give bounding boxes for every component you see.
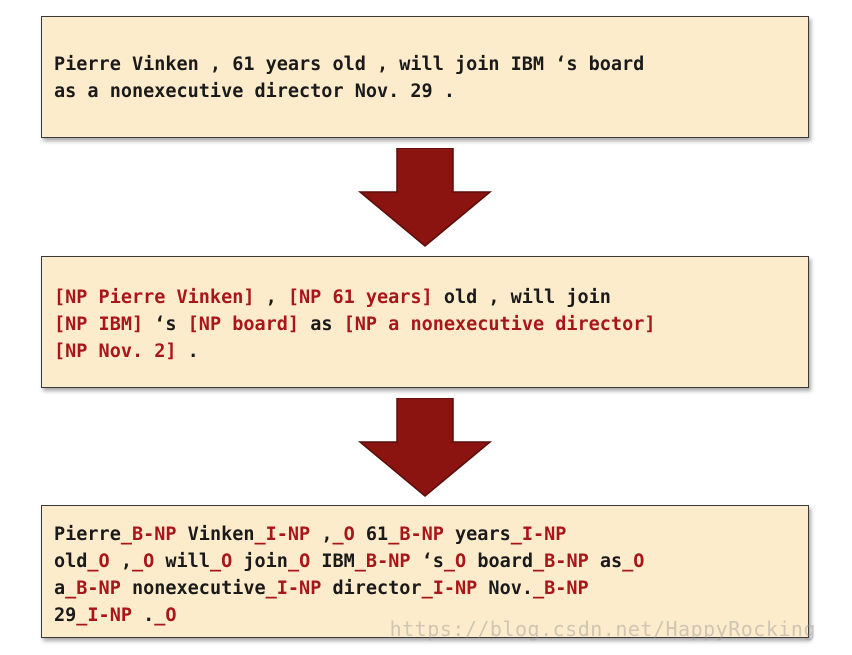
word-text: . [176, 341, 199, 362]
chunk-tag: _B-NP [533, 578, 589, 599]
chunk-tag: _O [443, 551, 467, 572]
word-text: , [254, 287, 288, 308]
word-text: Pierre [54, 524, 121, 545]
text-line: 29_I-NP ._O [54, 602, 796, 629]
word-text: old [54, 551, 88, 572]
word-text: will [154, 551, 210, 572]
chunk-tag: [NP 61 years] [287, 287, 433, 308]
text-line: as a nonexecutive director Nov. 29 . [54, 78, 796, 105]
text-line: Pierre_B-NP Vinken_I-NP ,_O 61_B-NP year… [54, 521, 796, 548]
chunk-tag: _I-NP [254, 524, 311, 545]
word-text: IBM [310, 551, 355, 572]
chunk-tag: _I-NP [421, 578, 478, 599]
word-text: ‘s [143, 314, 188, 335]
chunk-tag: _O [87, 551, 110, 572]
chunk-tag: _B-NP [120, 524, 177, 545]
word-text: as a nonexecutive director Nov. 29 . [54, 81, 455, 102]
word-text: ‘s [410, 551, 444, 572]
raw-sentence-box: Pierre Vinken , 61 years old , will join… [41, 16, 809, 138]
word-text: Pierre Vinken , 61 years old , will join… [54, 54, 645, 75]
down-arrow-icon [357, 148, 493, 247]
chunk-tag: [NP IBM] [54, 314, 144, 335]
word-text: 29 [54, 605, 77, 626]
watermark: https://blog.csdn.net/HappyRocking [389, 617, 816, 641]
chunk-tag: [NP Pierre Vinken] [54, 287, 255, 308]
text-line: [NP Pierre Vinken] , [NP 61 years] old ,… [54, 284, 796, 311]
word-text: Nov. [477, 578, 533, 599]
word-text: nonexecutive [120, 578, 266, 599]
text-line: a_B-NP nonexecutive_I-NP director_I-NP N… [54, 575, 796, 602]
word-text: board [466, 551, 534, 572]
chunk-tag: _O [622, 551, 645, 572]
word-text: , [109, 551, 132, 572]
word-text: director [321, 578, 422, 599]
chunk-tag: _O [154, 605, 177, 626]
chunk-tag: _O [131, 551, 155, 572]
chunk-tag: _B-NP [354, 551, 411, 572]
word-text: as [299, 314, 344, 335]
text-line: [NP Nov. 2] . [54, 338, 796, 365]
chunk-tag: _I-NP [265, 578, 322, 599]
chunk-tag: _O [332, 524, 355, 545]
chunk-tag: _I-NP [76, 605, 132, 626]
word-text: as [588, 551, 623, 572]
word-text: years [443, 524, 511, 545]
word-text: 61 [354, 524, 389, 545]
word-text: a [54, 578, 66, 599]
chunk-tag: _O [287, 551, 311, 572]
chunk-tag: [NP a nonexecutive director] [343, 314, 656, 335]
word-text: , [310, 524, 333, 545]
text-line: Pierre Vinken , 61 years old , will join… [54, 51, 796, 78]
chunk-tag: _O [209, 551, 233, 572]
word-text: old , will join [432, 287, 611, 308]
word-text: Vinken [176, 524, 255, 545]
chunk-tag: _I-NP [510, 524, 567, 545]
word-text: join [232, 551, 288, 572]
bracketed-np-box: [NP Pierre Vinken] , [NP 61 years] old ,… [41, 256, 809, 388]
chunk-tag: _B-NP [533, 551, 589, 572]
text-line: old_O ,_O will_O join_O IBM_B-NP ‘s_O bo… [54, 548, 796, 575]
chunk-tag: _B-NP [388, 524, 444, 545]
down-arrow-icon [357, 398, 493, 497]
bio-tagged-box: Pierre_B-NP Vinken_I-NP ,_O 61_B-NP year… [41, 505, 809, 638]
word-text: . [131, 605, 155, 626]
chunk-tag: _B-NP [65, 578, 121, 599]
chunk-tag: [NP board] [187, 314, 300, 335]
text-line: [NP IBM] ‘s [NP board] as [NP a nonexecu… [54, 311, 796, 338]
chunk-tag: [NP Nov. 2] [54, 341, 177, 362]
